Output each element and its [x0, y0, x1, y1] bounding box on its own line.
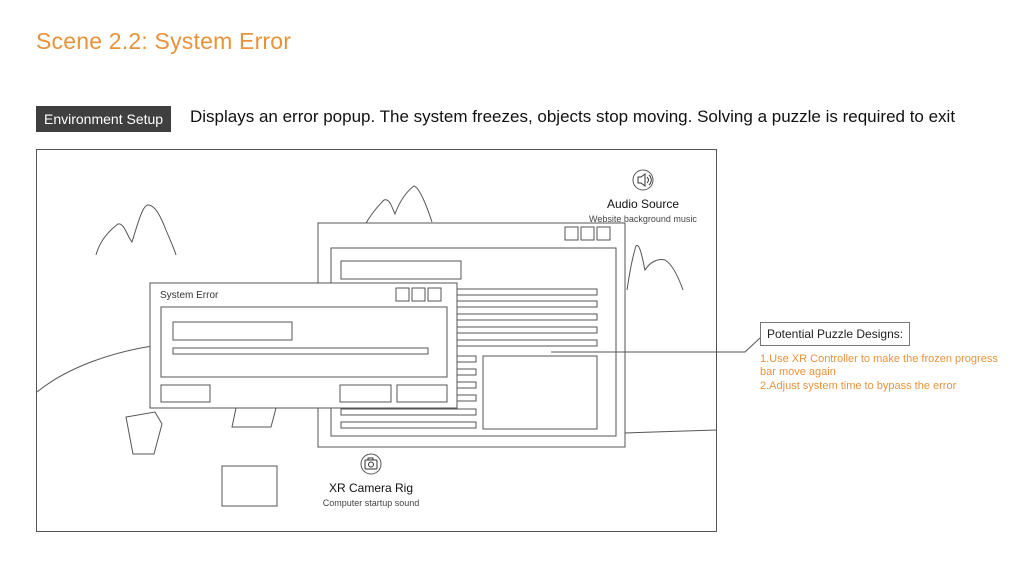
ground-curve-right	[624, 429, 717, 434]
camera-rig-subtitle: Computer startup sound	[323, 498, 420, 508]
error-message-field	[172, 321, 293, 341]
ground-curve-left	[36, 344, 161, 393]
error-close-button	[427, 287, 442, 302]
page-title: Scene 2.2: System Error	[36, 28, 292, 54]
error-message-panel	[160, 306, 448, 378]
speaker-icon	[637, 173, 652, 187]
browser-text-line-short	[340, 408, 477, 416]
scene-frame	[36, 149, 717, 532]
browser-address-bar	[340, 260, 462, 280]
browser-minimize-button	[564, 226, 579, 241]
browser-image-box	[482, 355, 598, 430]
bush-left	[95, 204, 177, 256]
audio-source-title: Audio Source	[607, 197, 679, 211]
environment-description: Displays an error popup. The system free…	[190, 107, 956, 126]
browser-text-line-short	[340, 421, 477, 429]
bush-center	[364, 185, 433, 226]
error-maximize-button	[411, 287, 426, 302]
audio-source-icon-circle	[632, 169, 654, 191]
error-left-button	[160, 384, 211, 403]
camera-icon	[364, 457, 378, 470]
plant-pot	[125, 411, 163, 455]
error-window-title: System Error	[160, 290, 219, 301]
environment-setup-tag: Environment Setup	[36, 106, 172, 132]
annotation-leader-line	[551, 337, 761, 353]
desk-piece	[231, 407, 277, 428]
camera-icon-circle	[360, 453, 382, 475]
browser-maximize-button	[580, 226, 595, 241]
browser-close-button	[596, 226, 611, 241]
puzzle-design-item: 2.Adjust system time to bypass the error	[760, 380, 957, 392]
error-window	[149, 282, 458, 409]
error-minimize-button	[395, 287, 410, 302]
error-ok-button	[339, 384, 392, 403]
audio-source-subtitle: Website background music	[589, 214, 697, 224]
frozen-progress-bar	[172, 347, 429, 355]
puzzle-design-item: 1.Use XR Controller to make the frozen p…	[760, 353, 998, 378]
bush-right	[626, 245, 684, 291]
puzzle-designs-heading: Potential Puzzle Designs:	[760, 322, 911, 346]
floor-box	[221, 465, 278, 507]
camera-rig-title: XR Camera Rig	[329, 481, 413, 495]
error-cancel-button	[396, 384, 448, 403]
